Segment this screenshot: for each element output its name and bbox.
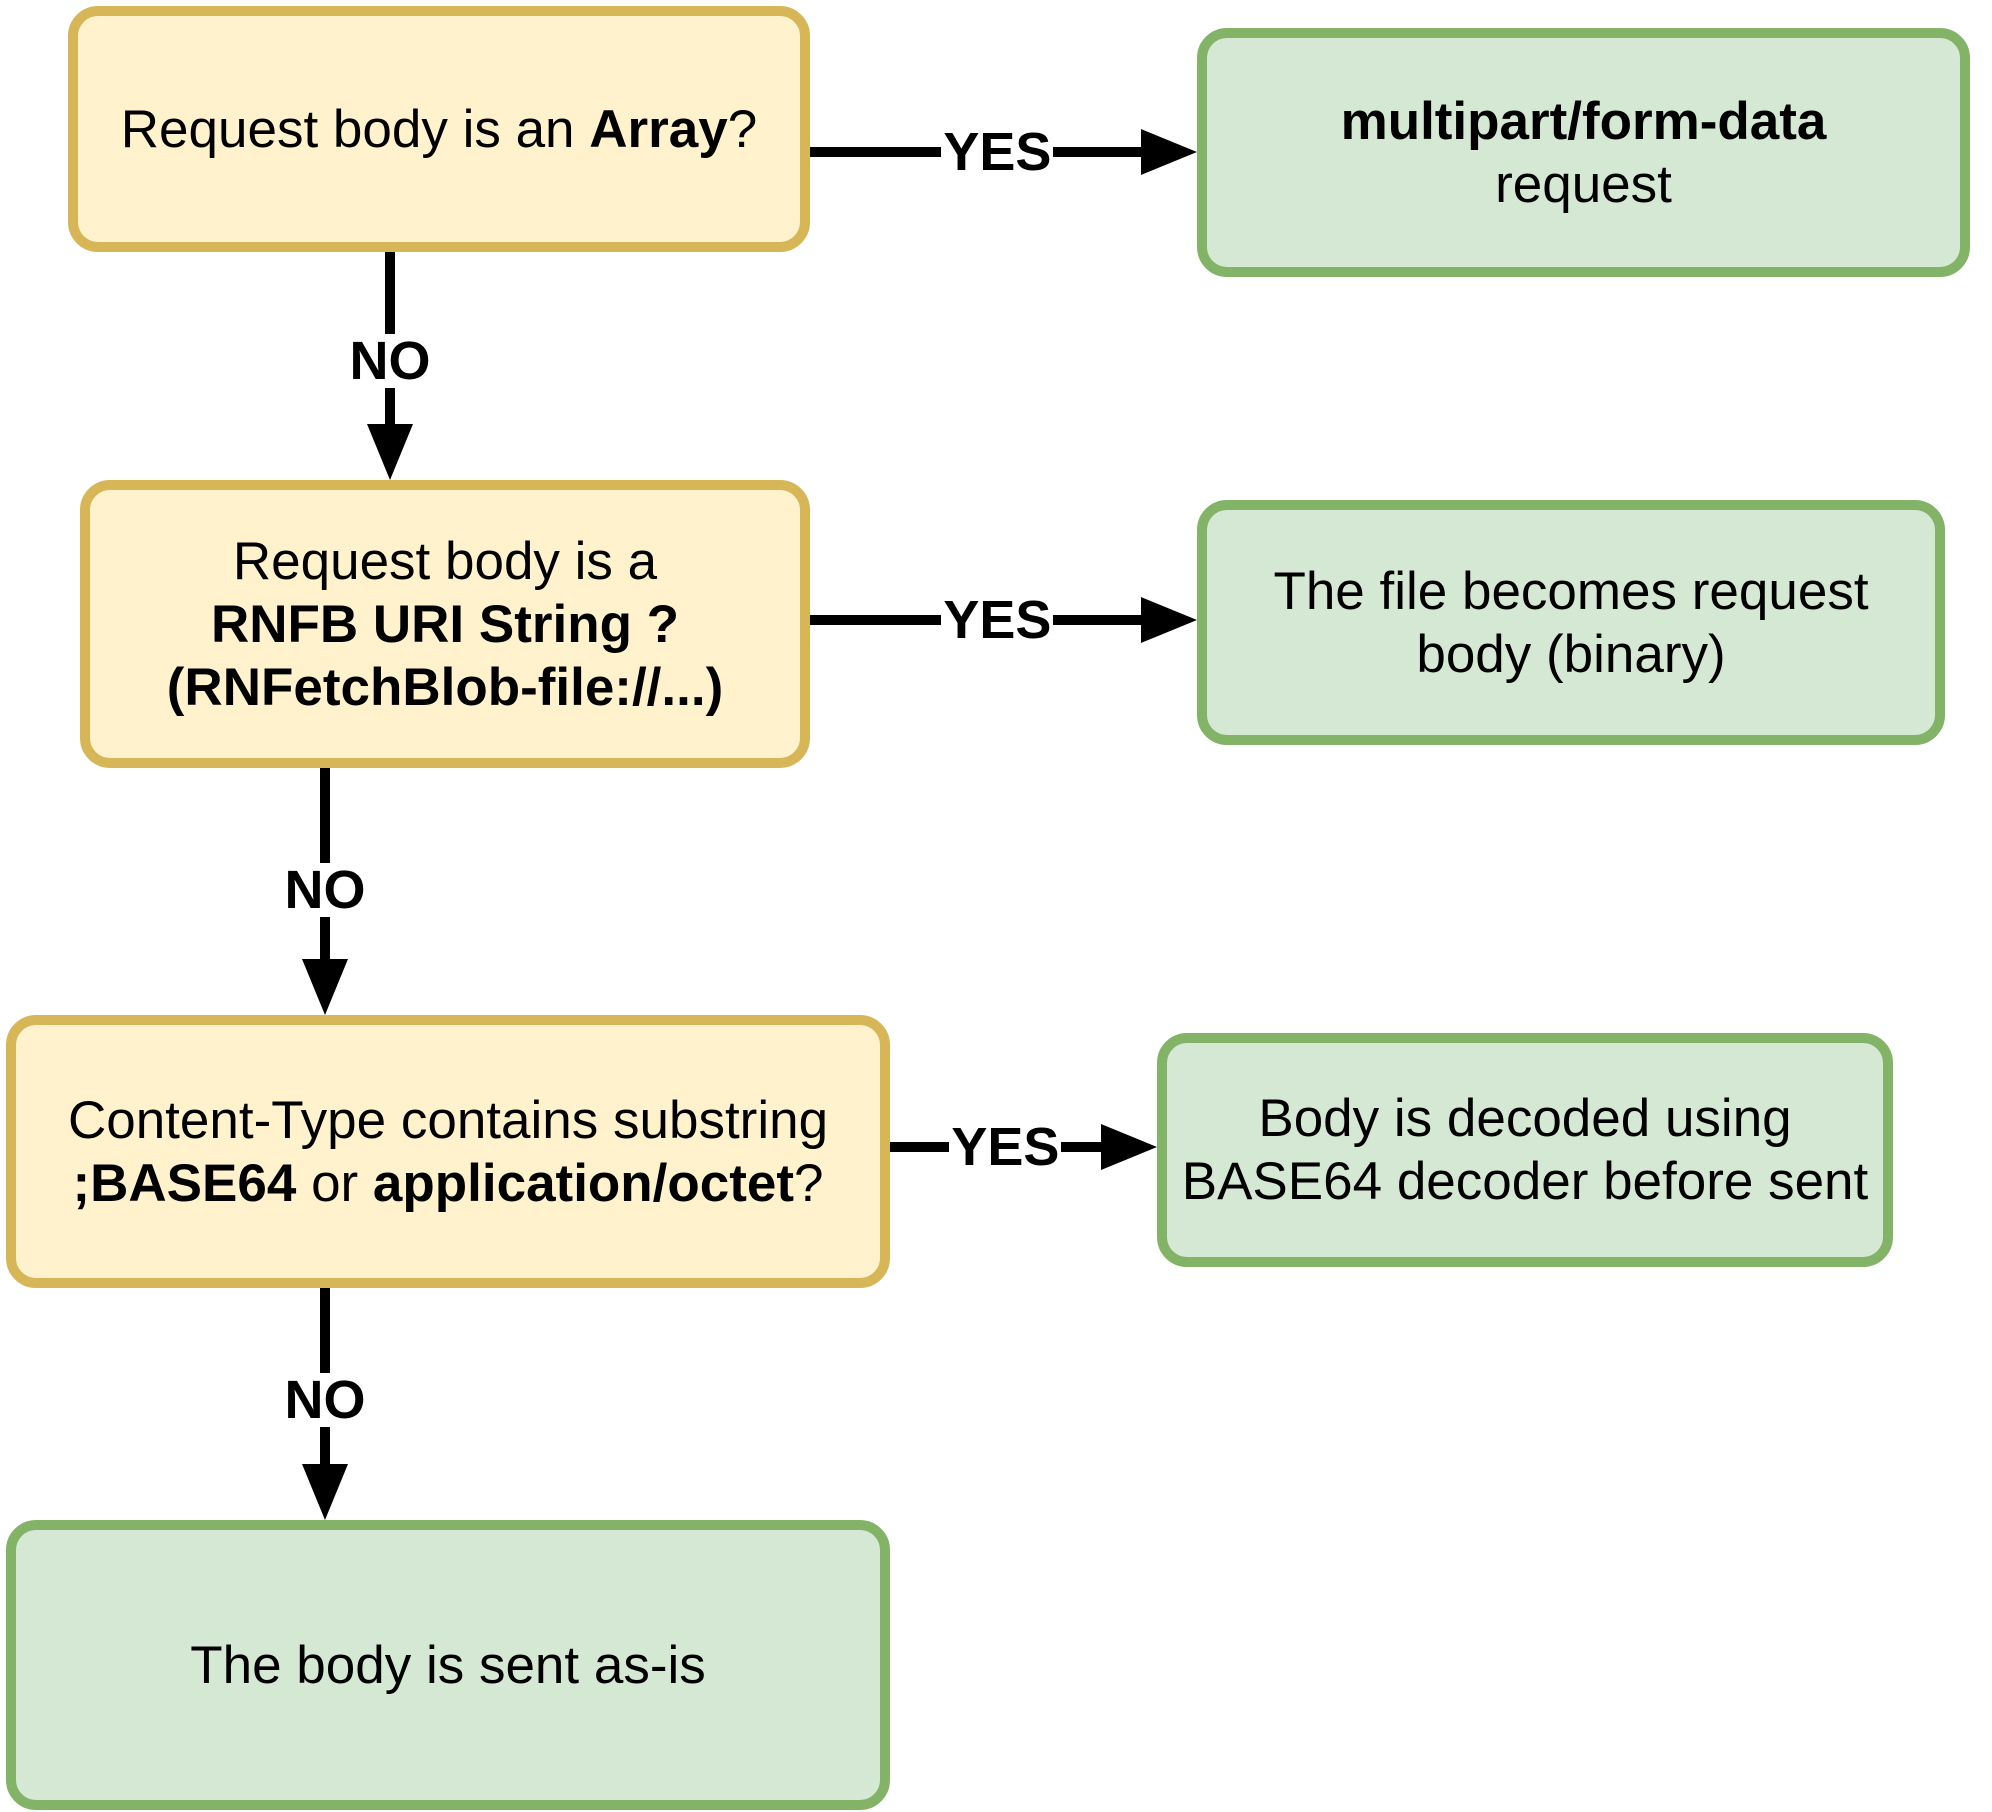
edge-label-no: NO (349, 330, 431, 391)
edge-line (1053, 615, 1141, 625)
node-text-line: multipart/form-data (1340, 91, 1827, 151)
arrowhead-right-icon (1141, 597, 1197, 643)
node-text-line: ;BASE64 or application/octet? (72, 1153, 824, 1213)
edge-line (320, 1288, 330, 1373)
arrowhead-down-icon (302, 1464, 348, 1520)
node-text-line: request (1495, 154, 1672, 214)
arrowhead-right-icon (1101, 1124, 1157, 1170)
arrowhead-down-icon (302, 959, 348, 1015)
arrowhead-right-icon (1141, 129, 1197, 175)
node-text-line: Request body is a (232, 531, 658, 591)
arrowhead-down-icon (367, 424, 413, 480)
node-text-line: BASE64 decoder before sent (1181, 1152, 1869, 1211)
edge-no-array-to-rnfb: NO (325, 252, 455, 480)
node-text-line: Request body is an Array? (120, 99, 758, 159)
edge-line (385, 252, 395, 334)
edge-line (1053, 147, 1141, 157)
edge-yes-content-type-to-base64: YES (890, 1115, 1157, 1179)
edge-line (810, 615, 942, 625)
edge-no-content-type-to-as-is: NO (260, 1288, 390, 1520)
edge-line (810, 147, 942, 157)
edge-line (320, 917, 330, 959)
decision-node-request-body-array: Request body is an Array? (68, 6, 810, 252)
node-text-line: The file becomes request (1273, 561, 1869, 621)
edge-line (1061, 1142, 1101, 1152)
node-text-line: (RNFetchBlob-file://...) (166, 657, 724, 717)
edge-label-yes: YES (951, 1117, 1060, 1177)
edge-label-no: NO (284, 1369, 366, 1430)
edge-no-rnfb-to-content-type: NO (260, 768, 390, 1015)
edge-yes-array-to-multipart: YES (810, 120, 1197, 184)
edge-line (890, 1142, 950, 1152)
outcome-node-body-sent-as-is: The body is sent as-is (6, 1520, 890, 1810)
edge-line (385, 387, 395, 424)
edge-label-no: NO (284, 860, 366, 921)
edge-label-yes: YES (943, 590, 1052, 650)
edge-line (320, 768, 330, 864)
decision-node-content-type-substring: Content-Type contains substring;BASE64 o… (6, 1015, 890, 1288)
node-text-line: body (binary) (1416, 624, 1726, 684)
edge-yes-rnfb-to-file-binary: YES (810, 588, 1197, 652)
node-text-line: RNFB URI String ? (210, 594, 680, 654)
node-text-line: Content-Type contains substring (67, 1090, 829, 1150)
edge-line (320, 1426, 330, 1464)
node-text-line: The body is sent as-is (190, 1635, 706, 1695)
node-text-line: Body is decoded using (1258, 1089, 1792, 1148)
edge-label-yes: YES (943, 122, 1052, 182)
